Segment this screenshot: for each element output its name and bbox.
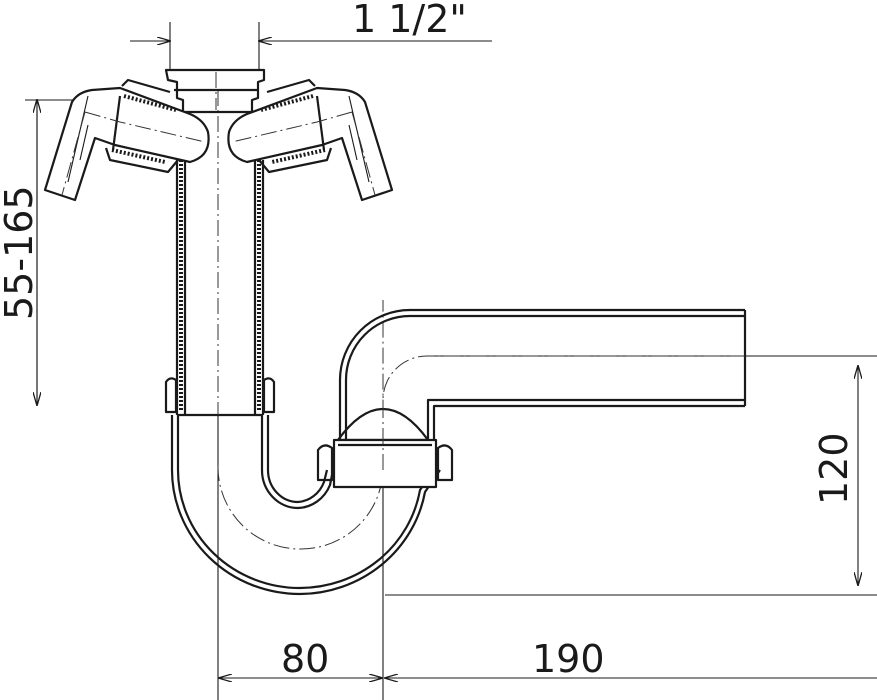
- dimension-label-outlet: 190: [532, 637, 605, 681]
- pipe-joint-nut: [164, 377, 276, 414]
- trap-nut: [316, 407, 454, 489]
- u-bend: [170, 300, 441, 596]
- dimension-label-trap-height: 120: [812, 432, 856, 505]
- dimension-label-offset: 80: [281, 637, 330, 681]
- outlet-pipe: [338, 308, 747, 470]
- inlet-cap: [164, 68, 266, 114]
- side-elbow-left: [43, 78, 210, 202]
- dimension-label-inlet: 1 1/2": [352, 0, 467, 41]
- side-elbow-right: [227, 78, 394, 202]
- dimension-label-height-adjust: 55-165: [0, 185, 41, 320]
- dimension-inlet: [130, 22, 492, 70]
- inlet-pipe: [175, 90, 265, 417]
- dimension-trap-height: [385, 355, 877, 596]
